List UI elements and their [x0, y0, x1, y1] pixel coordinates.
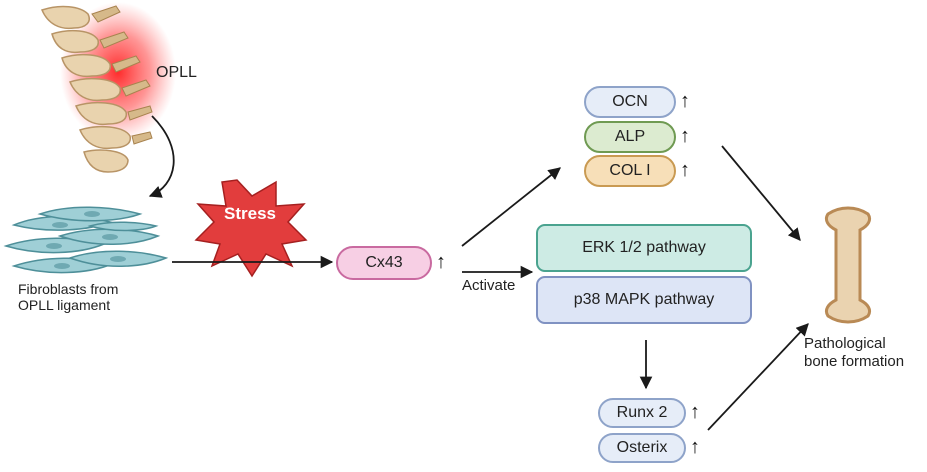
- outcome-label-line2: bone formation: [804, 353, 905, 370]
- up-arrow-icon: ↑: [680, 159, 690, 181]
- tf-runx2: Runx 2: [598, 398, 686, 428]
- up-arrow-icon: ↑: [680, 90, 690, 112]
- spine-icon: [40, 2, 176, 173]
- arrow-spine-to-fibroblasts: [148, 115, 175, 198]
- fibroblasts-label-line1: Fibroblasts from: [18, 281, 119, 297]
- pathway-p38: p38 MAPK pathway: [536, 276, 752, 324]
- opll-label: OPLL: [156, 64, 197, 81]
- fibroblast-cells-icon: [3, 206, 169, 274]
- stress-label: Stress: [224, 204, 276, 223]
- marker-ocn: OCN: [584, 86, 676, 118]
- up-arrow-icon: ↑: [680, 125, 690, 147]
- marker-col1-label: COL I: [609, 162, 651, 179]
- tf-osterix-label: Osterix: [616, 439, 668, 456]
- cx43-label: Cx43: [365, 254, 403, 271]
- marker-ocn-label: OCN: [612, 93, 648, 110]
- pathway-p38-label: p38 MAPK pathway: [573, 291, 715, 308]
- up-arrow-icon: ↑: [690, 401, 700, 423]
- marker-col1: COL I: [584, 155, 676, 187]
- pathway-erk-label: ERK 1/2 pathway: [582, 239, 706, 256]
- marker-alp: ALP: [584, 121, 676, 153]
- marker-alp-label: ALP: [614, 128, 646, 145]
- arrow-tf-to-bone: [707, 323, 809, 431]
- fibroblasts-label-line2: OPLL ligament: [18, 297, 111, 313]
- up-arrow-icon: ↑: [436, 251, 446, 273]
- outcome-label-line1: Pathological: [804, 335, 886, 352]
- tf-runx2-label: Runx 2: [616, 404, 668, 421]
- pathway-erk: ERK 1/2 pathway: [536, 224, 752, 272]
- arrow-to-markers: [461, 167, 561, 247]
- arrow-markers-to-bone: [721, 145, 801, 241]
- tf-osterix: Osterix: [598, 433, 686, 463]
- stress-burst-icon: [194, 179, 308, 278]
- bone-icon: [824, 206, 872, 324]
- up-arrow-icon: ↑: [690, 436, 700, 458]
- cx43-node: Cx43: [336, 246, 432, 280]
- activate-label: Activate: [462, 277, 516, 294]
